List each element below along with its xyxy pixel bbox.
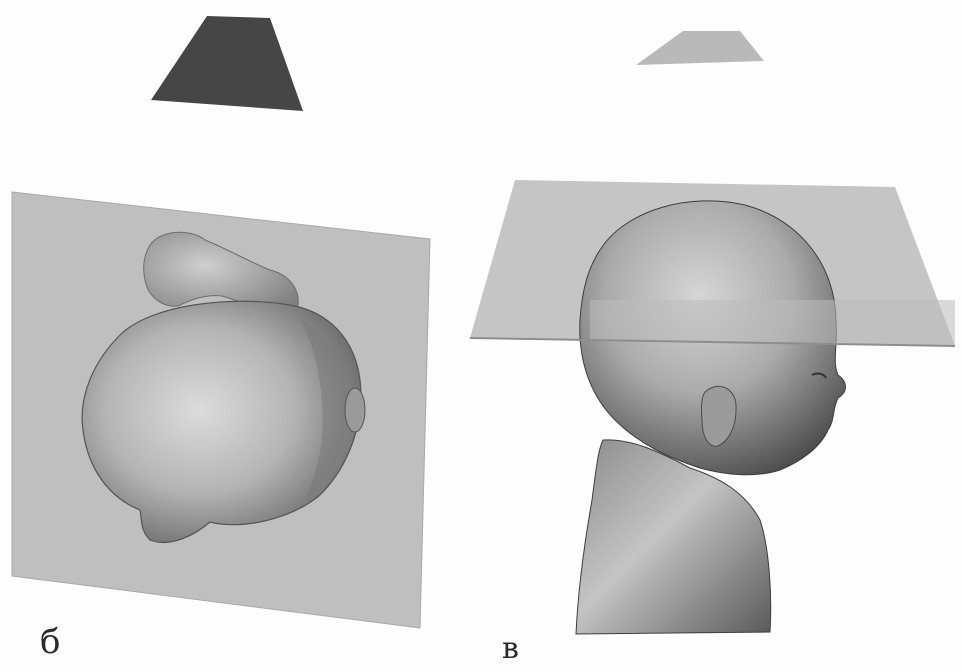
panel-label-v: в <box>502 632 519 666</box>
panel-v-scene <box>470 180 955 634</box>
panel-b-scene <box>12 192 430 628</box>
view-trapezoid-dark <box>151 16 303 111</box>
panel-v-plane-front <box>590 300 955 346</box>
panel-label-b: б <box>40 625 60 659</box>
panel-b-ear <box>345 388 365 432</box>
view-trapezoid-light <box>636 31 764 65</box>
